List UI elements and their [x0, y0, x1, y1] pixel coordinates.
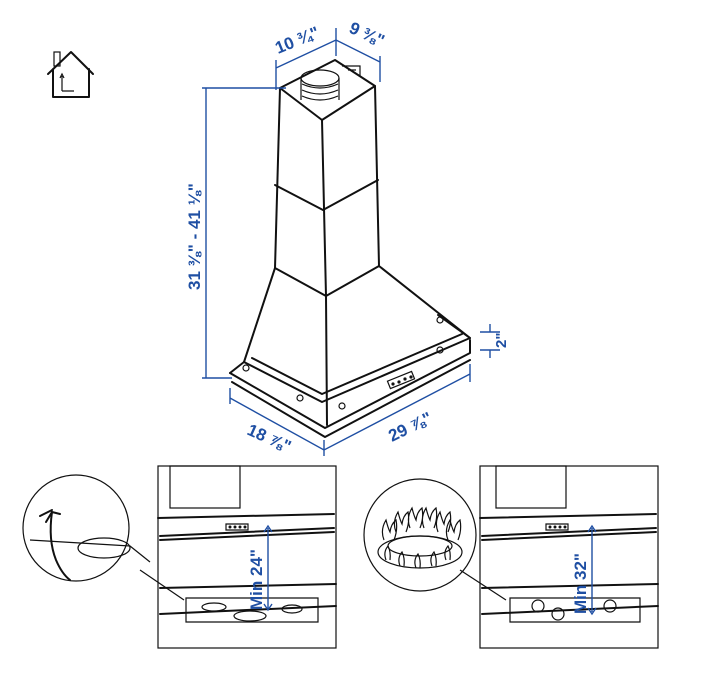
- rail-offset-label: 2": [493, 333, 510, 348]
- depth-base-label: 18 ⅞": [244, 420, 294, 456]
- gas-cooktop-panel: Min 32": [479, 465, 659, 649]
- height-range-label: 31 ⅜" - 41 ⅛": [185, 183, 204, 290]
- gas-flame-icon: [363, 478, 507, 601]
- plug-cord-icon: [22, 474, 185, 601]
- gas-min-label: Min 32": [571, 553, 590, 614]
- width-top-label: 9 ⅜": [346, 18, 387, 50]
- electric-cooktop-panel: Min 24": [157, 465, 337, 649]
- depth-top-label: 10 ¾": [272, 23, 322, 58]
- house-venting-icon: [47, 51, 94, 98]
- electric-min-label: Min 24": [247, 549, 266, 610]
- control-panel: [386, 370, 416, 390]
- dimension-lines: [202, 28, 500, 456]
- range-hood-illustration: [229, 59, 471, 438]
